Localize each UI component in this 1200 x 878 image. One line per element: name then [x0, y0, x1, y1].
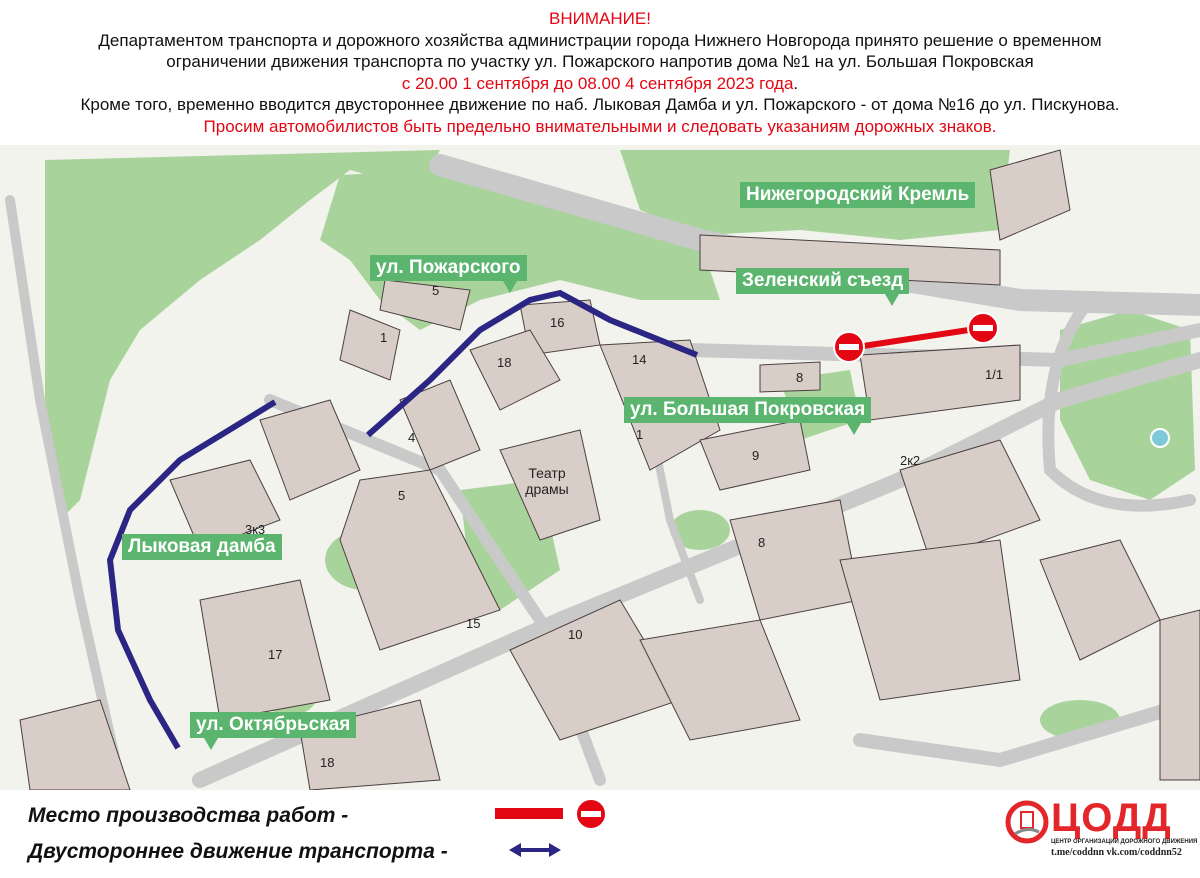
label-oktyabrskaya: ул. Октябрьская — [190, 712, 357, 750]
house-number: 14 — [632, 352, 647, 367]
legend-works: Место производства работ - — [28, 798, 448, 834]
house-number: 5 — [432, 283, 440, 298]
legend-twoway: Двустороннее движение транспорта - — [28, 834, 448, 870]
house-number: 8 — [796, 370, 804, 385]
house-number: 1 — [380, 330, 388, 345]
map: Нижегородский Кремль Зеленский съезд ул.… — [0, 145, 1200, 791]
buildings — [19, 149, 1200, 791]
legend-symbols — [495, 800, 607, 857]
logo-links: t.me/coddnn vk.com/coddnn52 — [1051, 847, 1182, 858]
legend-works-label: Место производства работ - — [28, 804, 349, 827]
notice-title: ВНИМАНИЕ! — [549, 9, 651, 28]
house-number: 17 — [268, 647, 283, 662]
logo-subtitle: ЦЕНТР ОРГАНИЗАЦИИ ДОРОЖНОГО ДВИЖЕНИЯ — [1051, 839, 1198, 845]
legend-twoway-label: Двустороннее движение транспорта - — [28, 840, 448, 863]
label-zelensky: Зеленский съезд — [736, 268, 910, 306]
house-number: 3к3 — [245, 522, 266, 537]
legend: Место производства работ - Двустороннее … — [28, 798, 448, 870]
house-number: 8 — [758, 535, 766, 550]
notice-warning: Просим автомобилистов быть предельно вни… — [203, 116, 997, 136]
house-number: 1/1 — [985, 367, 1004, 382]
logo-name: ЦОДД — [1051, 796, 1172, 840]
house-number: 5 — [398, 488, 406, 503]
no-entry-icon — [575, 800, 607, 830]
label-pozharskogo: ул. Пожарского — [370, 255, 527, 293]
codd-emblem-icon — [1005, 800, 1049, 844]
notice-line-2: ограничении движения транспорта по участ… — [166, 52, 1034, 71]
no-entry-icon — [967, 312, 999, 344]
route-lykovaya — [106, 399, 277, 750]
label-kremlin: Нижегородский Кремль — [740, 182, 976, 208]
label-lykovaya: Лыковая дамба — [122, 534, 282, 560]
double-arrow-icon — [509, 843, 561, 857]
two-way-route — [106, 289, 699, 750]
notice-dates-suffix: . — [793, 73, 799, 93]
house-number: 4 — [408, 430, 416, 445]
house-number: 10 — [568, 627, 583, 642]
house-number: 15 — [466, 616, 481, 631]
label-theatre: Театр драмы — [525, 465, 569, 497]
roadworks-segment — [833, 312, 999, 363]
codd-logo: ЦОДД ЦЕНТР ОРГАНИЗАЦИИ ДОРОЖНОГО ДВИЖЕНИ… — [1005, 796, 1200, 860]
notice-line-3: Кроме того, временно вводится двусторонн… — [80, 95, 1120, 114]
house-number: 1 — [636, 427, 644, 442]
notice-line-1: Департаментом транспорта и дорожного хоз… — [98, 30, 1102, 50]
works-line-symbol — [495, 808, 563, 819]
route-pozharskogo — [366, 289, 699, 438]
fountain-icon — [1150, 428, 1170, 448]
house-number: 16 — [550, 315, 565, 330]
map-canvas — [0, 145, 1200, 791]
house-number: 2к2 — [900, 453, 921, 468]
notice-dates: с 20.00 1 сентября до 08.00 4 сентября 2… — [401, 73, 794, 93]
label-pokrovskaya: ул. Большая Покровская — [624, 397, 872, 435]
house-number: 18 — [497, 355, 512, 370]
house-number: 18 — [320, 755, 335, 770]
notice-header: ВНИМАНИЕ! Департаментом транспорта и дор… — [0, 8, 1200, 137]
house-number: 9 — [752, 448, 760, 463]
no-entry-icon — [833, 331, 865, 363]
